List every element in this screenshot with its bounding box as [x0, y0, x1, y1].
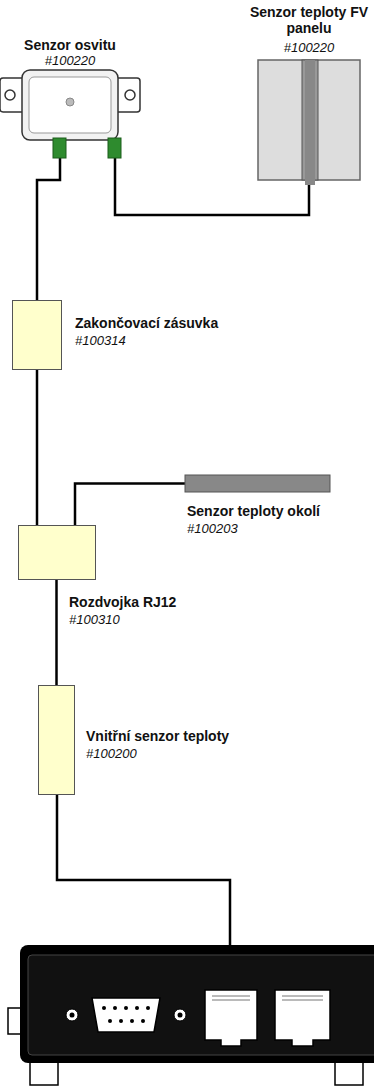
terminal-socket: Zakončovací zásuvka#100314 [12, 300, 62, 370]
part-name: Zakončovací zásuvka [75, 315, 218, 331]
sensor-housing [22, 70, 118, 140]
cable-gland [53, 138, 66, 158]
cable-line [75, 484, 185, 526]
part-name: Senzor teploty FV panelu [249, 4, 369, 36]
mount-hole [125, 90, 135, 100]
panel-temp-sensor: Senzor teploty FV panelu#100220 [258, 60, 360, 185]
light-sensor-drawing [0, 68, 140, 158]
part-number: #100220 [249, 40, 369, 56]
cable-line [37, 158, 60, 300]
part-name: Senzor osvitu [0, 37, 150, 53]
indoor-temp-sensor: Vnitřní senzor teploty#100200 [38, 685, 75, 795]
ambient-temp-sensor-drawing [185, 475, 330, 492]
part-name: Senzor teploty okolí [187, 503, 320, 519]
part-name: Vnitřní senzor teploty [86, 728, 229, 744]
rj12-splitter: Rozdvojka RJ12#100310 [18, 525, 96, 580]
panel-temp-sensor-drawing [258, 60, 360, 185]
photo-cell [66, 98, 74, 106]
probe-strip [305, 60, 315, 185]
cable-gland [108, 138, 121, 158]
sensor-cable [75, 484, 185, 526]
probe-bar [185, 475, 330, 492]
part-name: Rozdvojka RJ12 [69, 594, 176, 610]
sensor-cable [37, 370, 38, 525]
cable-line [36, 370, 39, 525]
mount-hole [5, 90, 15, 100]
part-number: #100200 [86, 746, 137, 762]
device-cable [57, 795, 230, 950]
control-unit [8, 945, 374, 1085]
part-number: #100203 [187, 521, 238, 537]
sensor-face [29, 77, 111, 133]
sensor-cable [56, 580, 57, 685]
light-sensor: Senzor osvitu#100220 [0, 68, 140, 158]
ambient-temp-sensor: Senzor teploty okolí#100203 [185, 475, 330, 492]
part-number: #100314 [75, 333, 126, 349]
cable-line [55, 580, 58, 685]
sensor-cable [37, 158, 60, 300]
part-number: #100220 [0, 53, 150, 69]
part-number: #100310 [69, 612, 120, 628]
